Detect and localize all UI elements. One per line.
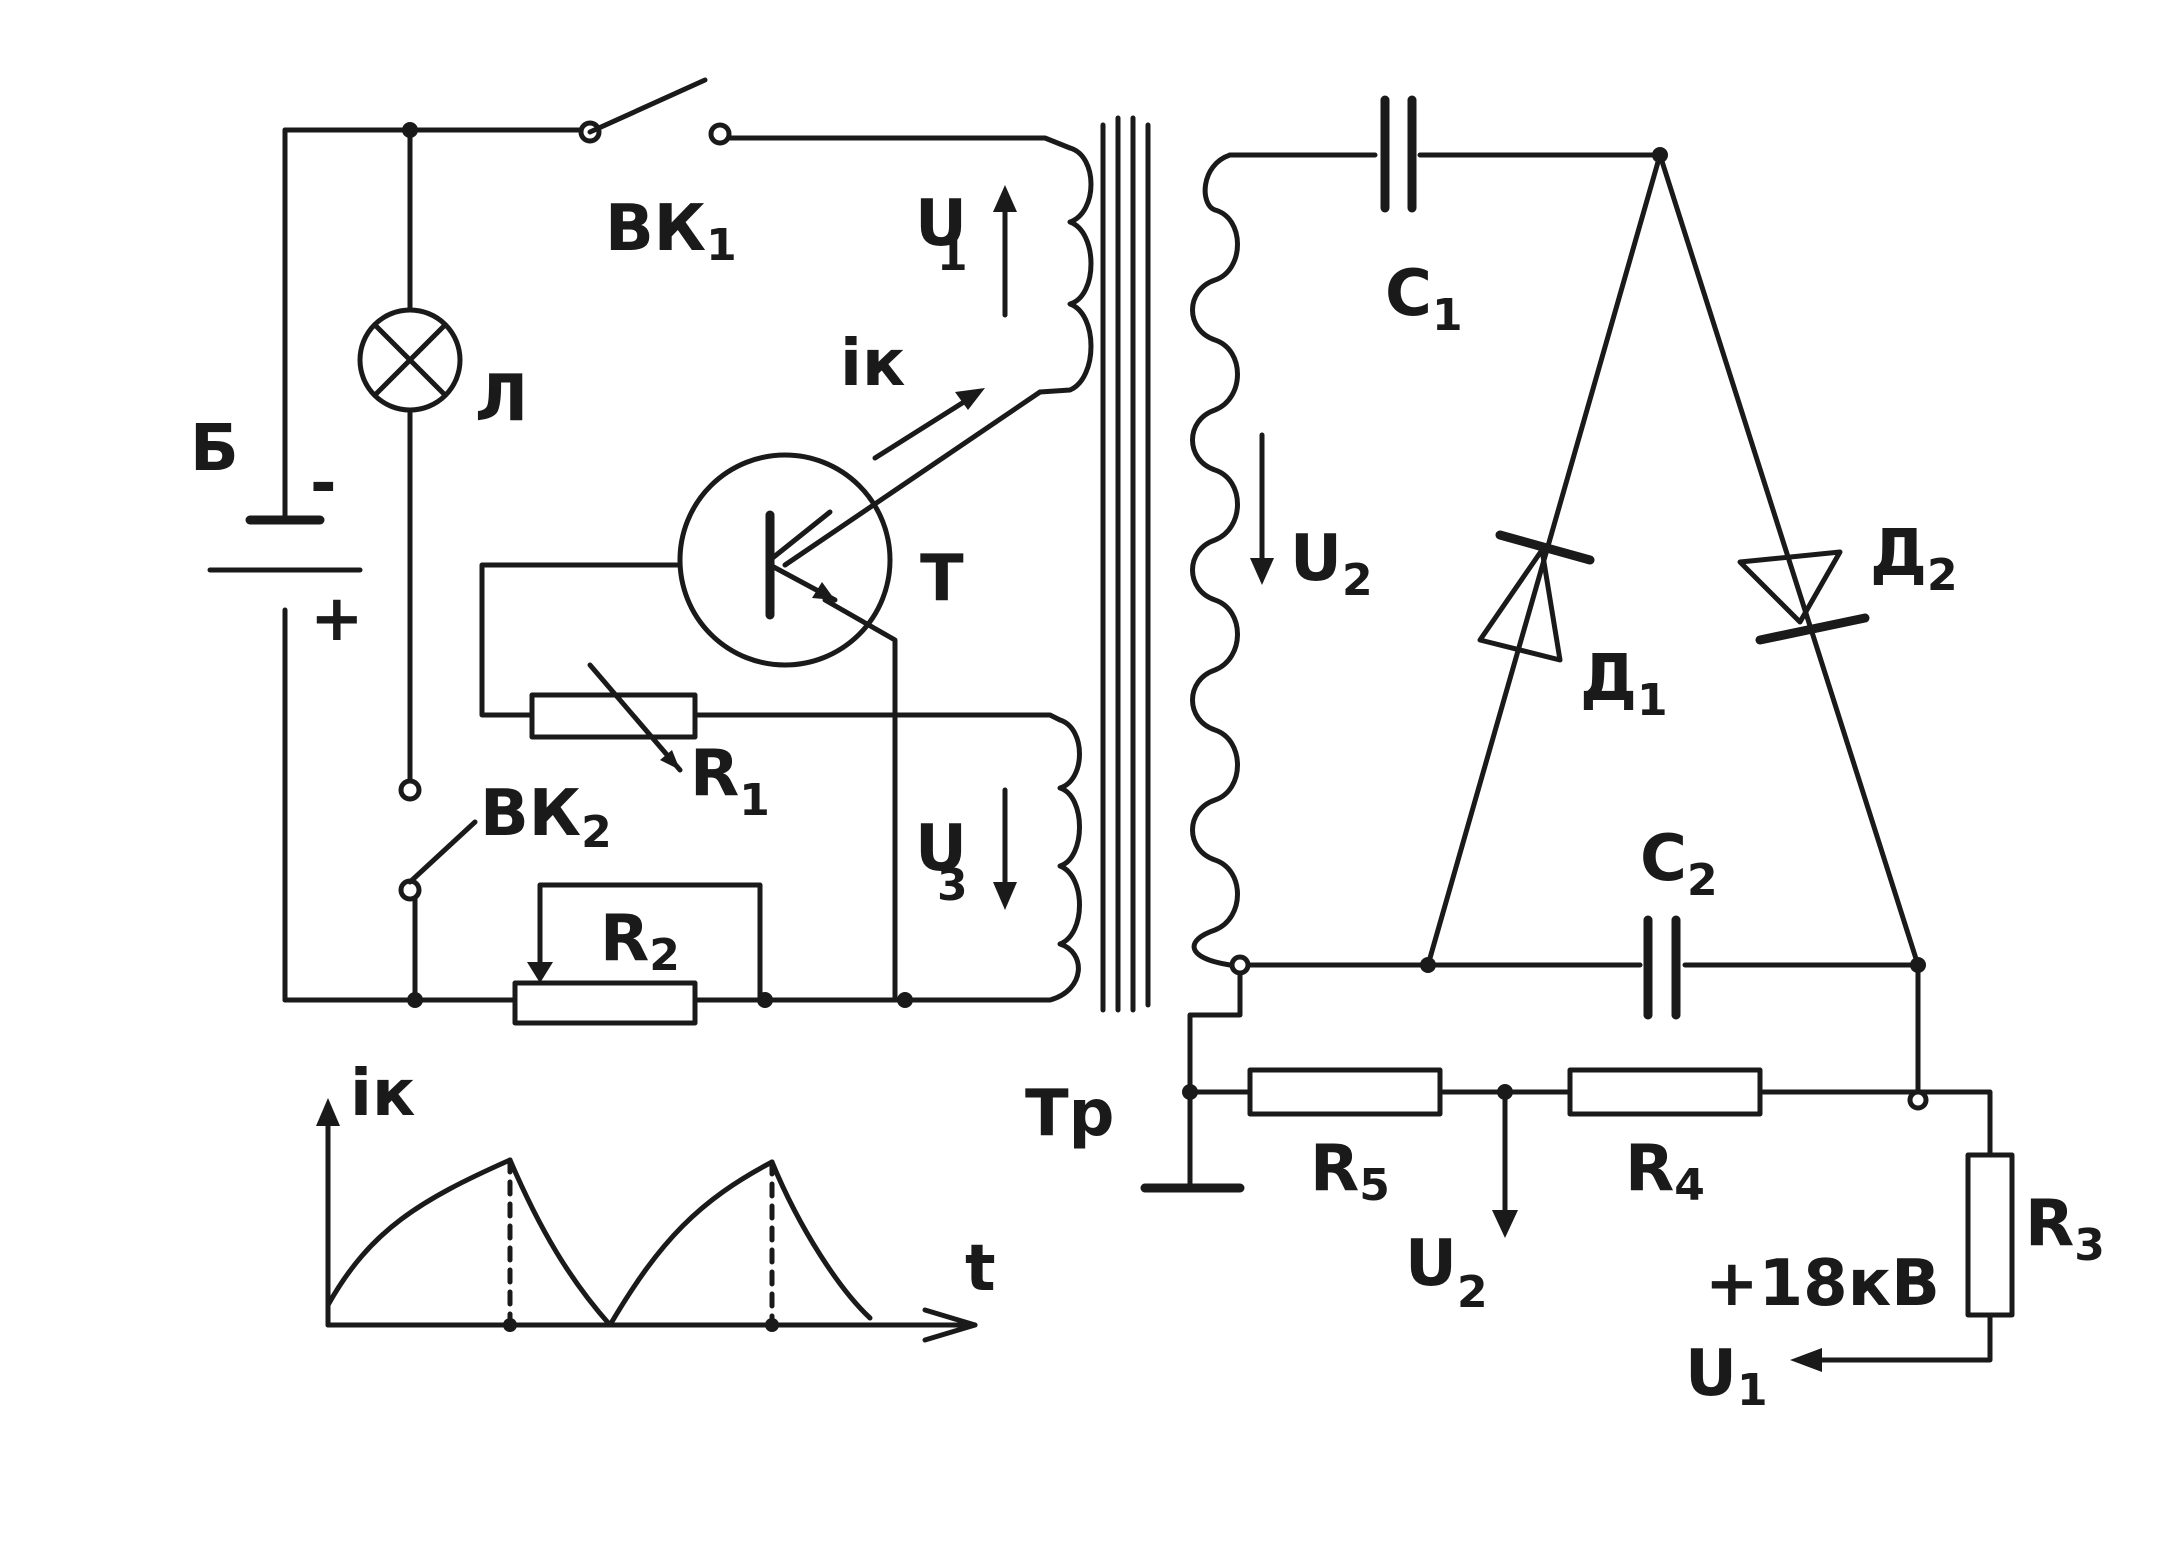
voltage-arrow-u1 [993,185,1017,318]
switch1-label-sub: 1 [706,220,737,271]
c1-label: C1 [1385,257,1463,341]
resistor-r3-icon [1965,1152,2015,1318]
u2-secondary-label: U2 [1290,522,1373,606]
capacitor-c1-icon [1380,95,1417,213]
c2-label: C2 [1640,822,1718,906]
u1-output-label-main: U [1685,1337,1737,1411]
u1-output-label-sub: 1 [1737,1365,1768,1416]
graph-t-axis-label: t [965,1232,996,1306]
u1-primary-label-main: U [915,187,967,261]
switch2-label: ВК2 [480,777,612,858]
r1-label-sub: 1 [739,775,770,826]
u2-output-label: U2 [1405,1227,1488,1318]
r4-label-sub: 4 [1674,1160,1705,1211]
d1-label-main: Д [1580,642,1637,716]
resistor-r2-icon [512,962,698,1026]
u2-output-label-main: U [1405,1227,1457,1301]
r2-label-main: R [600,902,649,976]
battery-minus-label: - [310,447,337,521]
u3-label: U3 [915,812,968,911]
u2-secondary-label-sub: 2 [1342,555,1373,606]
battery-label: Б [190,412,239,486]
transformer-feedback-winding [1047,717,1082,1003]
resistor-r5-icon [1247,1067,1443,1117]
current-arrow-ik [872,388,985,461]
transistor-label: Т [920,542,964,616]
diode-d2-icon [1737,549,1870,645]
lamp-label: Л [475,362,528,436]
r4-label: R4 [1625,1132,1705,1211]
hv-output-label: +18кВ [1705,1247,1940,1321]
u1-primary-label-sub: 1 [937,230,968,281]
r3-label-main: R [2025,1187,2074,1261]
c2-label-main: C [1640,822,1687,896]
voltage-arrow-u3 [993,787,1017,910]
primary-wiring [282,127,1073,1003]
u1-output-label: U1 [1685,1337,1768,1416]
switch2-label-main: ВК [480,777,581,851]
transformer-primary-winding [1037,145,1094,395]
secondary-wiring [1140,152,1993,1372]
switch-vk1 [578,77,732,146]
voltage-arrow-u2 [1250,432,1274,585]
battery-icon [207,515,363,573]
transformer-core [1100,115,1151,1013]
r5-label-main: R [1310,1132,1359,1206]
switch2-label-sub: 2 [581,807,612,858]
transformer-label: Тр [1025,1077,1114,1151]
primary-junctions [402,122,913,1008]
transformer-secondary-winding [1190,152,1240,968]
d1-label-sub: 1 [1637,675,1668,726]
r5-label-sub: 5 [1359,1160,1390,1211]
r1-label-main: R [690,737,739,811]
r3-label: R3 [2025,1187,2105,1271]
r2-label: R2 [600,902,680,981]
capacitor-c2-icon [1643,915,1681,1020]
switch1-label-main: ВК [605,192,706,266]
c1-label-sub: 1 [1432,290,1463,341]
u2-secondary-label-main: U [1290,522,1342,596]
c2-label-sub: 2 [1687,855,1718,906]
resistor-r4-icon [1567,1067,1763,1117]
u3-label-main: U [915,812,967,886]
d2-label: Д2 [1870,517,1958,601]
r3-label-sub: 3 [2074,1220,2105,1271]
r1-label: R1 [690,737,770,826]
u3-label-sub: 3 [937,860,968,911]
current-waveform-graph [316,1098,978,1343]
d2-label-main: Д [1870,517,1927,591]
d2-label-sub: 2 [1927,550,1958,601]
secondary-junctions [1182,147,1929,1111]
switch1-label: ВК1 [605,192,737,271]
r5-label: R5 [1310,1132,1390,1211]
transistor-icon [677,452,893,668]
c1-label-main: C [1385,257,1432,331]
battery-plus-label: + [310,582,364,656]
r4-label-main: R [1625,1132,1674,1206]
r2-label-sub: 2 [649,930,680,981]
diode-d1-icon [1477,530,1595,663]
resistor-r1-icon [529,662,698,773]
d1-label: Д1 [1580,642,1668,726]
ik-collector-label: iк [840,327,905,401]
graph-ik-axis-label: iк [350,1057,415,1131]
lamp-icon [357,307,463,413]
u2-output-label-sub: 2 [1457,1267,1488,1318]
switch-vk2 [398,778,478,902]
u1-primary-label: U1 [915,187,968,281]
